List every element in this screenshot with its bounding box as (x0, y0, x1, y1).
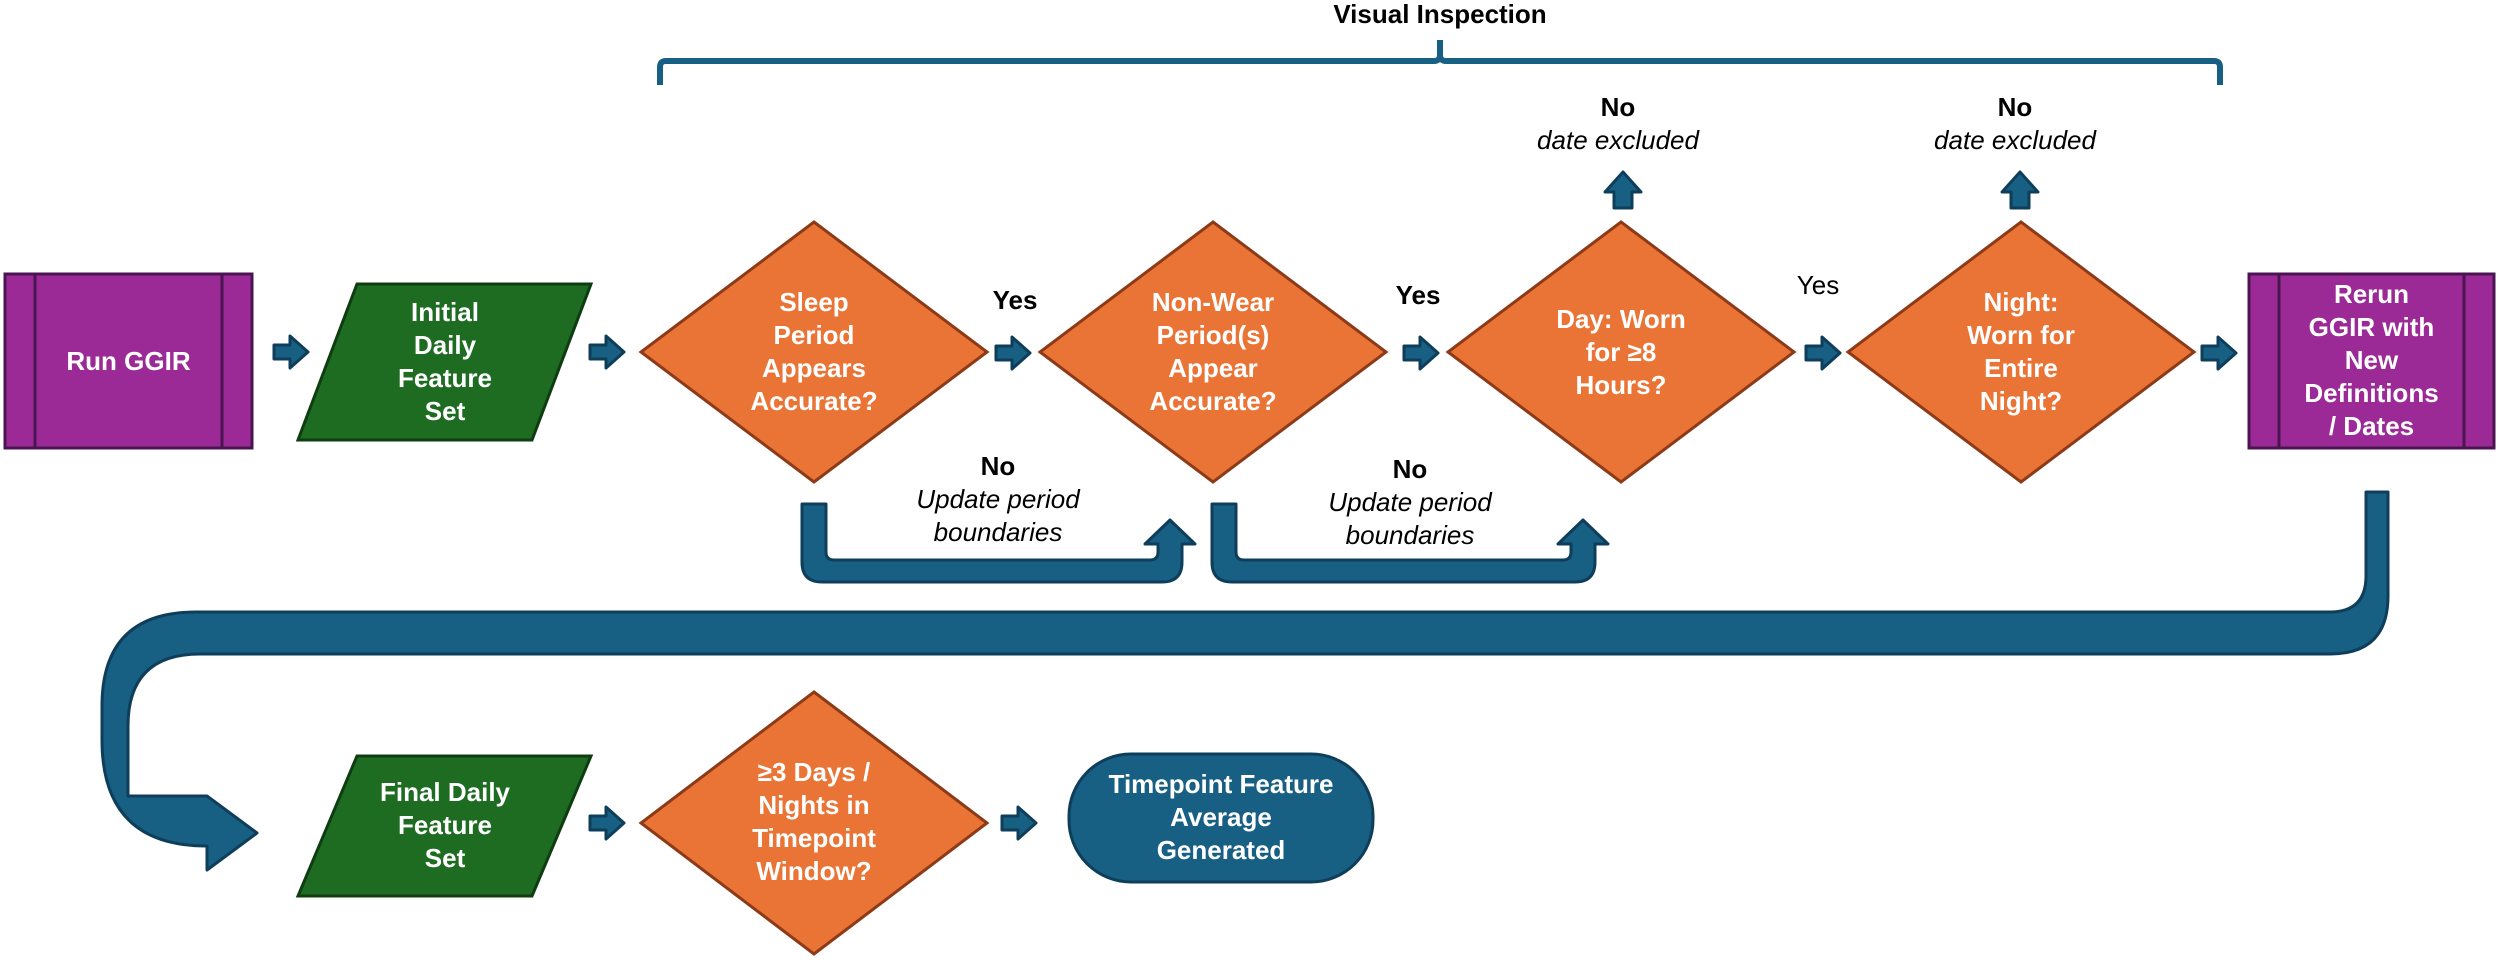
arrow-run-to-initial (272, 334, 310, 370)
no-loop-arrow-1 (800, 502, 1197, 584)
run-ggir-node (3, 272, 254, 450)
nonwear-period-label: Non-Wear Period(s) Appear Accurate? (1149, 287, 1277, 416)
arrow-final-to-days (588, 805, 626, 841)
no-update-label-1: No Update period boundaries (916, 451, 1080, 547)
up-arrow-day (1603, 170, 1643, 210)
days-nights-label: ≥3 Days / Nights in Timepoint Window? (752, 757, 876, 886)
sleep-period-decision (638, 220, 990, 484)
nonwear-period-decision (1037, 220, 1389, 484)
rerun-ggir-node (2247, 272, 2496, 450)
yes-label-1: Yes (992, 285, 1038, 315)
day-worn-decision (1445, 220, 1797, 484)
visual-inspection-bracket (657, 40, 2223, 85)
sleep-period-label: Sleep Period Appears Accurate? (750, 287, 878, 416)
arrow-night-to-rerun (2200, 335, 2238, 371)
arrow-initial-to-sleep (588, 334, 626, 370)
run-ggir-label: Run GGIR (66, 346, 191, 376)
yes-label-3: Yes (1796, 270, 1840, 300)
no-update-label-2: No Update period boundaries (1328, 454, 1492, 550)
return-connector (100, 490, 2390, 872)
no-excluded-label-night: No date excluded (1934, 92, 2096, 155)
initial-feature-set-node (295, 282, 594, 442)
arrow-days-to-average (1000, 805, 1038, 841)
average-generated-node (1067, 752, 1375, 884)
up-arrow-night (2000, 170, 2040, 210)
final-feature-set-label: Final Daily Feature Set (379, 777, 511, 873)
day-worn-label: Day: Worn for ≥8 Hours? (1556, 304, 1686, 400)
night-worn-decision (1845, 220, 2197, 484)
days-nights-decision (638, 690, 990, 956)
arrow-sleep-to-nonwear (994, 335, 1032, 371)
final-feature-set-node (295, 754, 594, 898)
no-excluded-label-day: No date excluded (1537, 92, 1699, 155)
average-generated-label: Timepoint Feature Average Generated (1108, 769, 1334, 865)
arrow-day-to-night (1804, 335, 1842, 371)
rerun-ggir-label: Rerun GGIR with New Definitions / Dates (2304, 279, 2439, 441)
no-loop-arrow-2 (1210, 502, 1610, 584)
night-worn-label: Night: Worn for Entire Night? (1967, 287, 2075, 416)
initial-feature-set-label: Initial Daily Feature Set (398, 297, 492, 426)
arrow-nonwear-to-day (1402, 335, 1440, 371)
visual-inspection-title: Visual Inspection (1333, 0, 1547, 29)
yes-label-2: Yes (1395, 280, 1441, 310)
